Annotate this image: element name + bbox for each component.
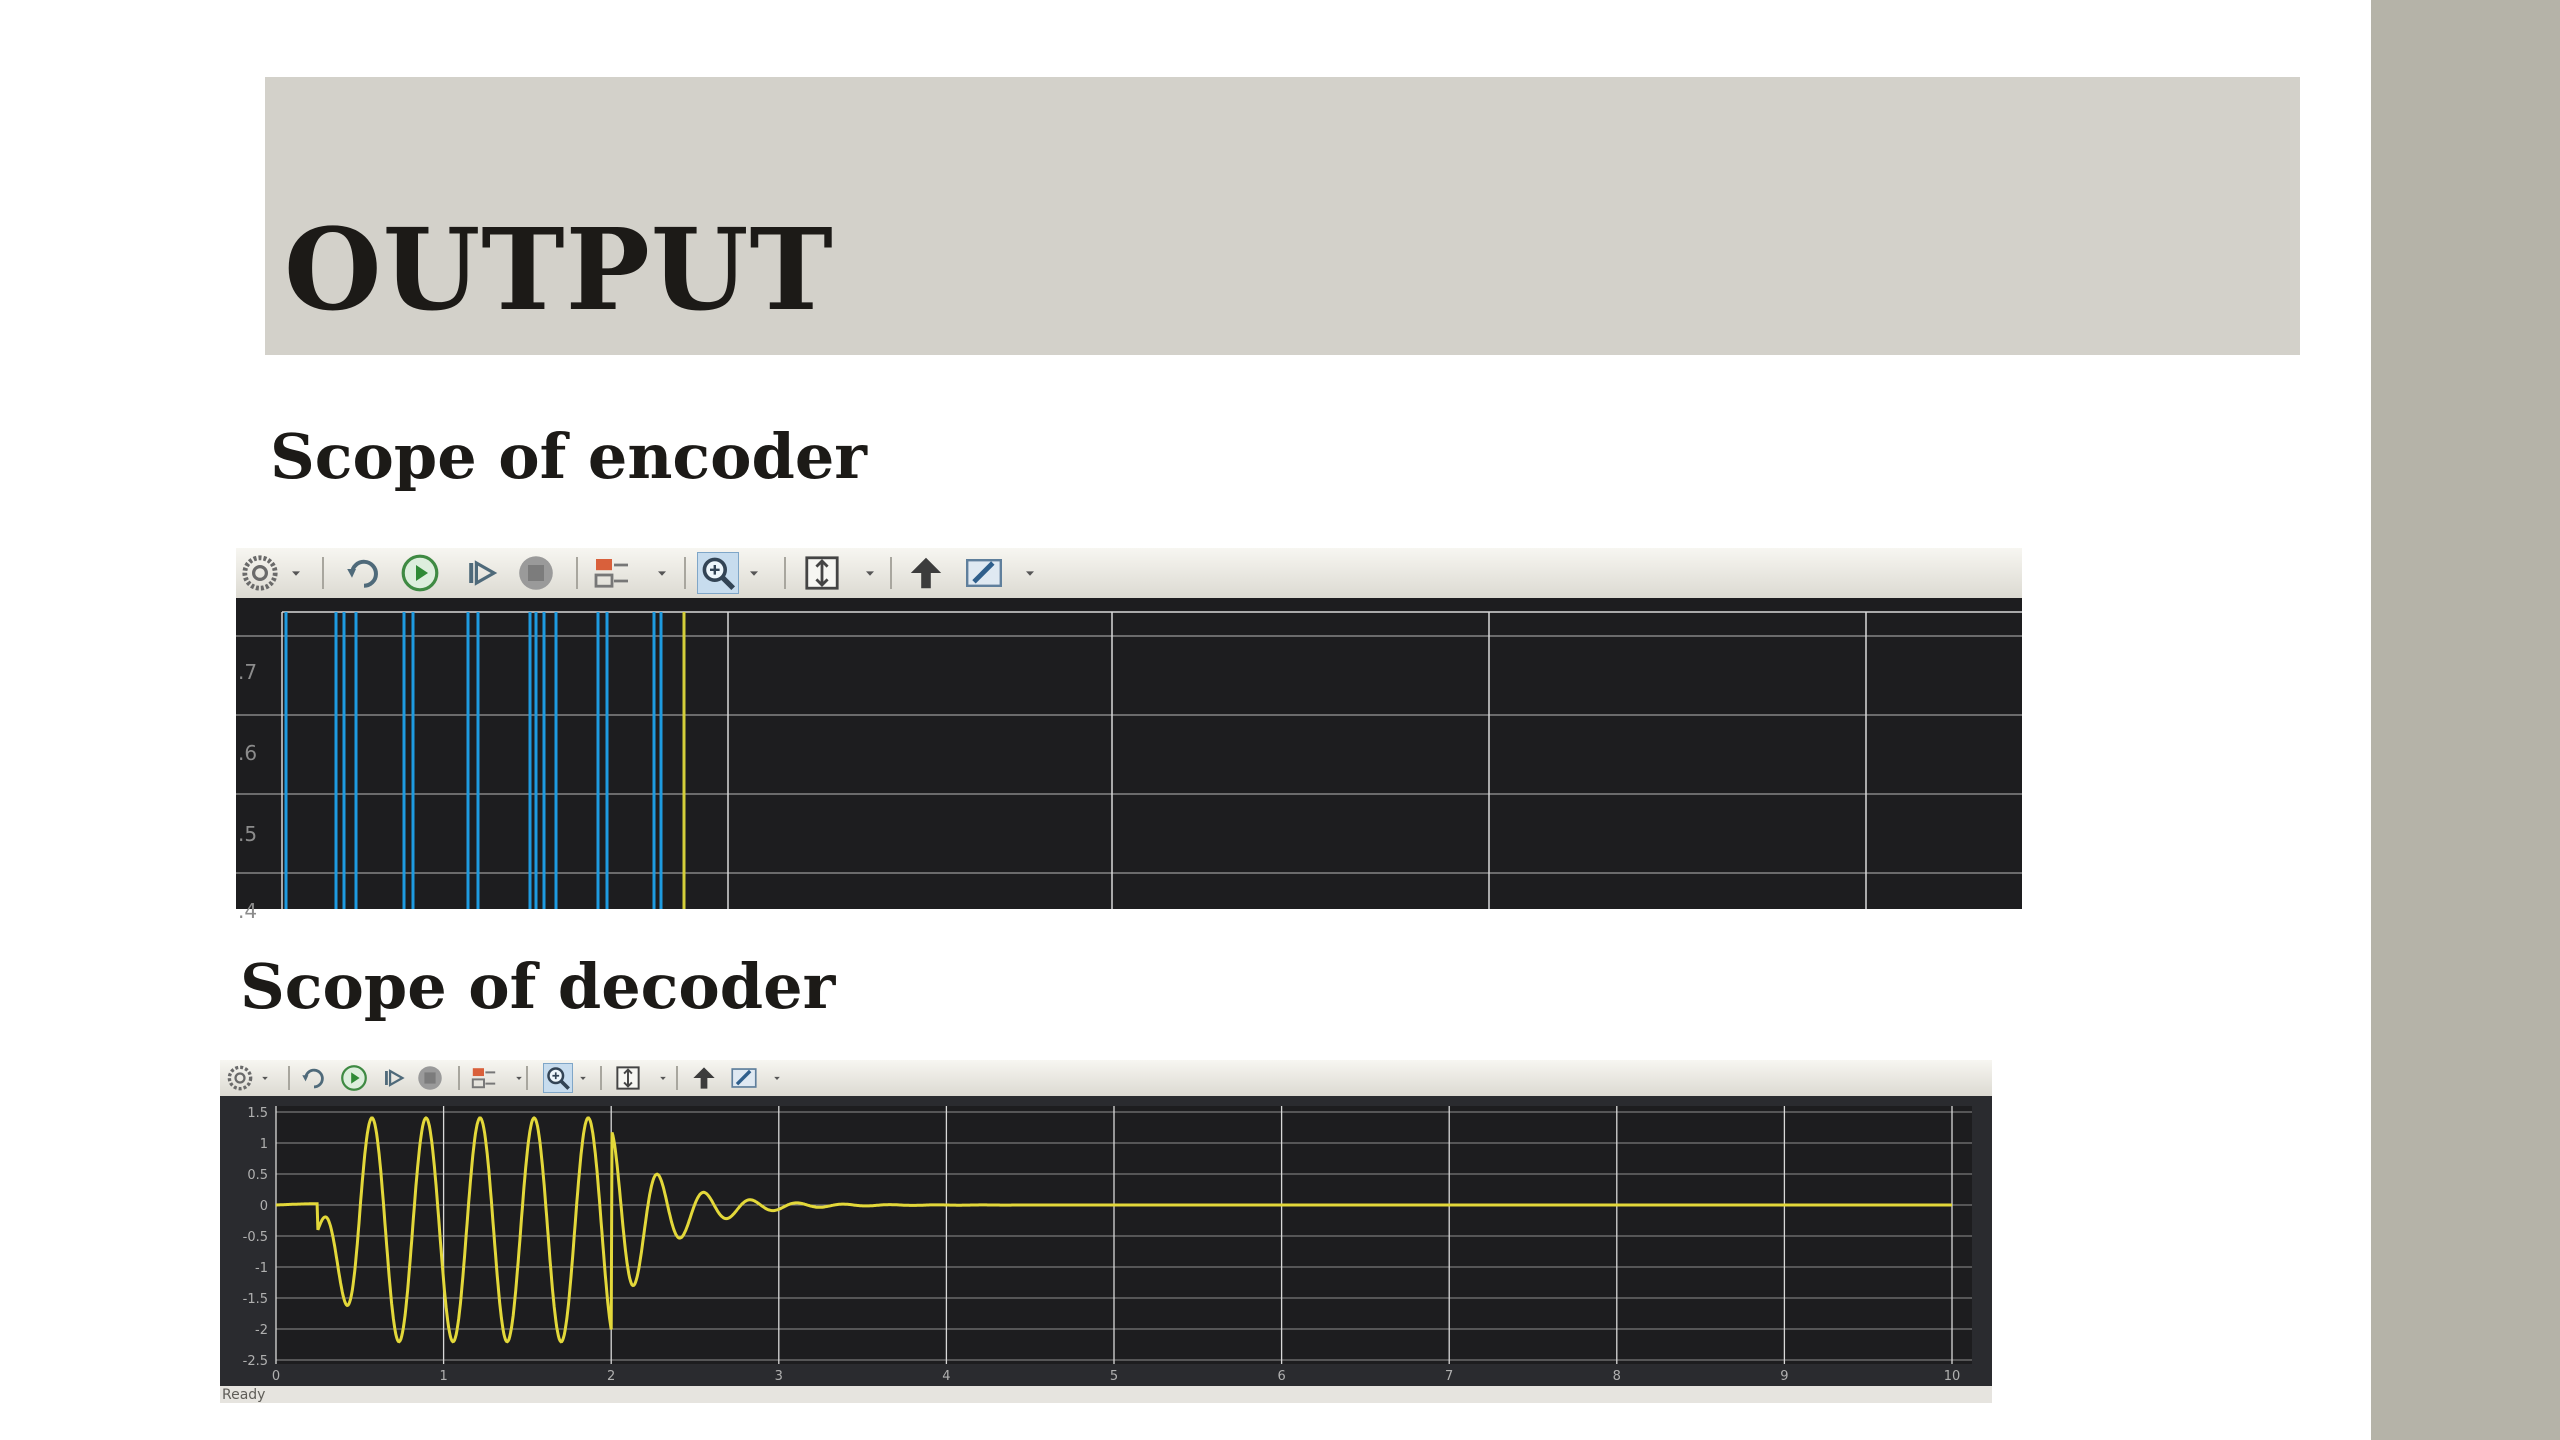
run-icon[interactable]	[400, 553, 440, 593]
toolbar-separator	[784, 557, 786, 589]
gear-icon[interactable]	[240, 553, 280, 593]
dropdown-arrow-icon[interactable]	[860, 553, 880, 593]
x-tick-label: 5	[1110, 1369, 1118, 1384]
dropdown-arrow-icon[interactable]	[656, 1064, 670, 1092]
y-tick-label: -2.5	[243, 1354, 268, 1369]
signal-trace	[276, 1116, 1952, 1344]
gear-icon[interactable]	[226, 1064, 254, 1092]
title-band	[265, 77, 2300, 355]
toolbar-separator	[676, 1066, 678, 1090]
encoder-scope-window: .7 .6 .5 .4	[236, 548, 2022, 923]
page-title: OUTPUT	[284, 205, 834, 336]
toolbar-separator	[458, 1066, 460, 1090]
x-tick-label: 4	[942, 1369, 950, 1384]
y-tick-label: 0	[260, 1199, 268, 1214]
dropdown-arrow-icon[interactable]	[744, 553, 764, 593]
dropdown-arrow-icon[interactable]	[286, 553, 306, 593]
y-tick-label: -1.5	[243, 1292, 268, 1307]
x-tick-label: 7	[1445, 1369, 1453, 1384]
x-tick-label: 9	[1780, 1369, 1788, 1384]
side-strip	[2371, 0, 2560, 1440]
plot-background	[236, 598, 2022, 909]
step-forward-icon[interactable]	[462, 553, 502, 593]
toolbar-separator	[600, 1066, 602, 1090]
stop-icon[interactable]	[516, 553, 556, 593]
dropdown-arrow-icon[interactable]	[652, 553, 672, 593]
y-tick-label: .6	[238, 741, 257, 765]
encoder-plot: .7 .6 .5 .4	[236, 598, 2022, 923]
step-forward-icon[interactable]	[380, 1064, 408, 1092]
x-tick-label: 2	[607, 1369, 615, 1384]
plot-background	[276, 1106, 1972, 1364]
dropdown-arrow-icon[interactable]	[770, 1064, 784, 1092]
decoder-toolbar	[220, 1060, 1992, 1097]
signal-select-icon[interactable]	[592, 553, 632, 593]
y-tick-label: .4	[238, 899, 257, 923]
step-back-icon[interactable]	[344, 553, 384, 593]
dropdown-arrow-icon[interactable]	[258, 1064, 272, 1092]
x-tick-label: 8	[1613, 1369, 1621, 1384]
toolbar-separator	[576, 557, 578, 589]
y-tick-label: 1.5	[247, 1106, 268, 1121]
x-tick-label: 1	[439, 1369, 447, 1384]
toolbar-separator	[890, 557, 892, 589]
run-icon[interactable]	[340, 1064, 368, 1092]
y-tick-label: 0.5	[247, 1168, 268, 1183]
y-tick-label: -0.5	[243, 1230, 268, 1245]
decoder-plot: 1.5 1 0.5 0 -0.5 -1 -1.5 -2 -2.5 0 1 2 3 4 5 6 7 8 9 10	[220, 1096, 1992, 1386]
toolbar-separator	[526, 1066, 528, 1090]
y-tick-label: -1	[255, 1261, 268, 1276]
dropdown-arrow-icon[interactable]	[576, 1064, 590, 1092]
y-tick-label: -2	[255, 1323, 268, 1338]
x-tick-label: 10	[1944, 1369, 1961, 1384]
y-tick-label: .7	[238, 660, 257, 684]
zoom-icon[interactable]	[697, 552, 739, 594]
dropdown-arrow-icon[interactable]	[512, 1064, 526, 1092]
encoder-heading: Scope of encoder	[270, 420, 867, 493]
x-tick-label: 3	[775, 1369, 783, 1384]
stop-icon[interactable]	[416, 1064, 444, 1092]
x-tick-label: 0	[272, 1369, 280, 1384]
toolbar-separator	[322, 557, 324, 589]
dropdown-arrow-icon[interactable]	[1020, 553, 1040, 593]
zoom-icon[interactable]	[543, 1063, 573, 1093]
encoder-toolbar	[236, 548, 2022, 599]
x-tick-label: 6	[1277, 1369, 1285, 1384]
fit-to-view-icon[interactable]	[802, 553, 842, 593]
fit-to-view-icon[interactable]	[614, 1064, 642, 1092]
step-back-icon[interactable]	[300, 1064, 328, 1092]
y-tick-label: .5	[238, 822, 257, 846]
decoder-scope-window: 1.5 1 0.5 0 -0.5 -1 -1.5 -2 -2.5 0 1 2 3 4 5 6 7 8 9 10 Rea…	[220, 1060, 1992, 1403]
decoder-heading: Scope of decoder	[240, 950, 836, 1023]
signal-select-icon[interactable]	[470, 1064, 498, 1092]
toolbar-separator	[288, 1066, 290, 1090]
cursor-measure-icon[interactable]	[906, 553, 946, 593]
y-tick-label: 1	[260, 1137, 268, 1152]
cursor-measure-icon[interactable]	[690, 1064, 718, 1092]
highlight-icon[interactable]	[964, 553, 1004, 593]
toolbar-separator	[684, 557, 686, 589]
status-bar-text: Ready	[222, 1387, 266, 1403]
highlight-icon[interactable]	[730, 1064, 758, 1092]
